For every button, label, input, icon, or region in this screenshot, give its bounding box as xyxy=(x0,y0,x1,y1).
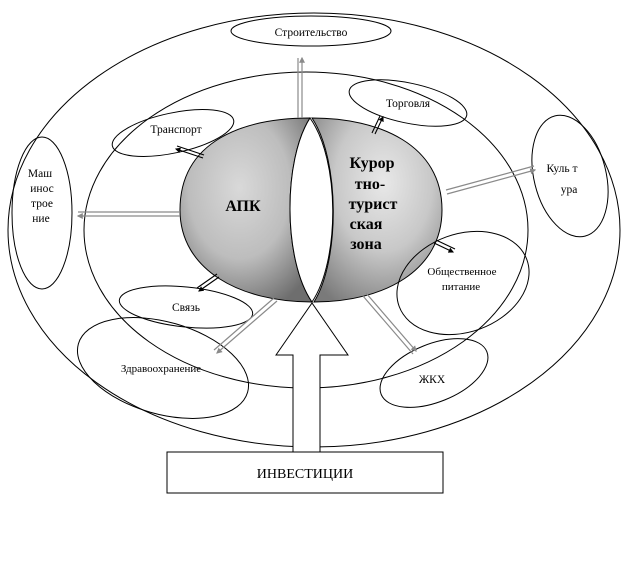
node-engineering-line: Маш xyxy=(28,168,52,180)
node-construction-label: Строительство xyxy=(275,27,348,39)
center-right-line: зона xyxy=(350,236,382,253)
center-right-line: тно- xyxy=(355,176,385,193)
node-communication-label: Связь xyxy=(172,302,200,314)
node-healthcare-shape xyxy=(76,317,250,419)
node-communication: Связь xyxy=(118,285,254,329)
node-healthcare-label: Здравоохранение xyxy=(121,363,201,375)
center-right-label: Курор тно- турист ская зона xyxy=(349,155,398,253)
node-engineering-line: инос xyxy=(30,183,53,195)
node-utilities-shape xyxy=(379,338,489,408)
arrow-to-trade xyxy=(371,115,384,135)
node-culture: Куль т ура xyxy=(531,114,609,238)
investment-box-shape xyxy=(166,451,444,494)
arrow-to-healthcare xyxy=(213,297,278,354)
node-construction-shape xyxy=(230,15,392,47)
arrow-to-catering xyxy=(433,239,456,253)
investment-label: ИНВЕСТИЦИИ xyxy=(257,467,353,482)
investment-arrow xyxy=(275,302,349,453)
node-trade-shape xyxy=(348,79,468,127)
node-catering-shape xyxy=(396,230,530,336)
center-hub: АПК Курор тно- турист ская зона xyxy=(179,117,443,303)
node-catering: Общественное питание xyxy=(396,230,530,336)
center-lens xyxy=(289,117,334,303)
node-catering-line: питание xyxy=(442,281,480,293)
node-utilities: ЖКХ xyxy=(379,338,489,408)
node-trade-label: Торговля xyxy=(386,98,431,110)
arrow-to-utilities xyxy=(362,292,417,355)
arrow-to-construction xyxy=(297,56,305,118)
node-transport-label: Транспорт xyxy=(150,124,201,136)
center-right-line: ская xyxy=(350,216,383,233)
investment-box: ИНВЕСТИЦИИ xyxy=(166,451,444,494)
node-trade: Торговля xyxy=(348,79,468,127)
node-culture-shape xyxy=(531,114,609,238)
arrow-to-engineering xyxy=(76,211,180,219)
node-utilities-label: ЖКХ xyxy=(419,374,446,386)
arrow-to-communication xyxy=(196,273,220,292)
node-communication-shape xyxy=(118,285,254,329)
black-arrows xyxy=(174,115,456,292)
node-culture-line: Куль т xyxy=(547,163,578,175)
center-right-line: турист xyxy=(349,196,398,213)
node-engineering-line: ние xyxy=(32,213,49,225)
gray-arrows xyxy=(76,56,537,355)
node-culture-line: ура xyxy=(561,184,578,196)
node-construction: Строительство xyxy=(230,15,392,47)
node-engineering: Маш инос трое ние xyxy=(11,136,73,290)
node-engineering-line: трое xyxy=(31,198,53,210)
center-left-label: АПК xyxy=(225,198,261,215)
node-healthcare: Здравоохранение xyxy=(76,317,250,419)
arrow-to-transport xyxy=(174,145,205,159)
node-engineering-shape xyxy=(11,136,73,290)
arrow-to-culture xyxy=(445,165,537,195)
node-catering-line: Общественное xyxy=(427,266,496,278)
center-right-line: Курор xyxy=(350,155,395,172)
